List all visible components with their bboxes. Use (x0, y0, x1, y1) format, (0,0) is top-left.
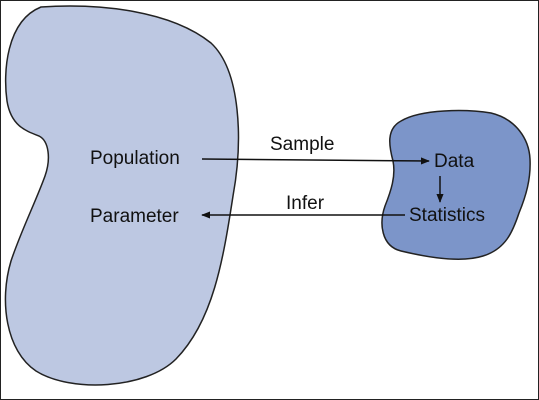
data-label: Data (434, 151, 475, 172)
statistics-label: Statistics (409, 205, 486, 226)
population-shape (4, 5, 240, 386)
sample-label: Sample (270, 134, 335, 155)
sample-arrow (201, 157, 430, 165)
sample-shape (381, 109, 531, 260)
infer-label: Infer (286, 193, 325, 214)
parameter-label: Parameter (90, 206, 179, 227)
population-label: Population (90, 148, 180, 169)
